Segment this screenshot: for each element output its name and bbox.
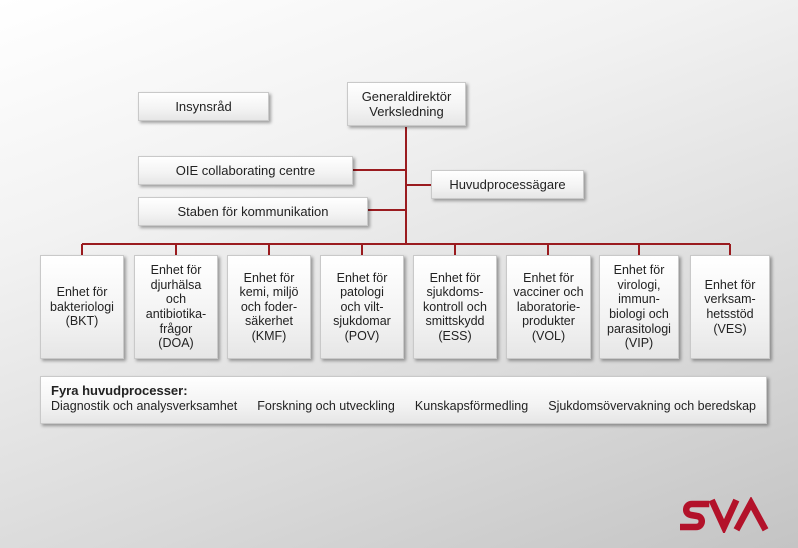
unit-label: Enhet för virologi, immun- biologi och p…	[607, 263, 671, 351]
process-item: Forskning och utveckling	[257, 399, 395, 413]
process-item: Sjukdomsövervakning och beredskap	[548, 399, 756, 413]
oie-box: OIE collaborating centre	[138, 156, 353, 185]
unit-label: Enhet för verksam- hetsstöd (VES)	[704, 277, 756, 336]
unit-box-doa: Enhet för djurhälsa och antibiotika- frå…	[134, 255, 218, 359]
oie-label: OIE collaborating centre	[175, 163, 316, 178]
logo-letter-a	[733, 497, 769, 532]
processes-panel: Fyra huvudprocesser: Diagnostik och anal…	[40, 376, 767, 424]
process-item: Diagnostik och analysverksamhet	[51, 399, 238, 413]
unit-label: Enhet för sjukdoms- kontroll och smittsk…	[423, 270, 487, 343]
staben-label: Staben för kommunikation	[177, 204, 329, 219]
unit-label: Enhet för kemi, miljö och foder- säkerhe…	[239, 270, 299, 343]
logo-letter-v	[708, 498, 740, 533]
sva-logo	[680, 497, 769, 533]
unit-label: Enhet för bakteriologi (BKT)	[50, 285, 114, 329]
insynsrad-box: Insynsråd	[138, 92, 269, 121]
unit-box-ess: Enhet för sjukdoms- kontroll och smittsk…	[413, 255, 497, 359]
unit-box-kmf: Enhet för kemi, miljö och foder- säkerhe…	[227, 255, 311, 359]
processes-title: Fyra huvudprocesser:	[51, 383, 188, 398]
director-label: Generaldirektör Verksledning	[361, 89, 452, 119]
staben-box: Staben för kommunikation	[138, 197, 368, 226]
huvudprocessagare-box: Huvudprocessägare	[431, 170, 584, 199]
unit-box-vip: Enhet för virologi, immun- biologi och p…	[599, 255, 679, 359]
insynsrad-label: Insynsråd	[175, 99, 232, 114]
process-item: Kunskapsförmedling	[414, 399, 529, 413]
unit-label: Enhet för djurhälsa och antibiotika- frå…	[145, 263, 207, 351]
unit-box-ves: Enhet för verksam- hetsstöd (VES)	[690, 255, 770, 359]
unit-box-pov: Enhet för patologi och vilt- sjukdomar (…	[320, 255, 404, 359]
logo-letter-s	[680, 500, 710, 531]
huvudprocessagare-label: Huvudprocessägare	[449, 177, 566, 192]
unit-box-bkt: Enhet för bakteriologi (BKT)	[40, 255, 124, 359]
processes-list: Diagnostik och analysverksamhet Forsknin…	[51, 398, 756, 414]
unit-label: Enhet för vacciner och laboratorie- prod…	[513, 270, 584, 343]
unit-label: Enhet för patologi och vilt- sjukdomar (…	[333, 270, 391, 343]
director-box: Generaldirektör Verksledning	[347, 82, 466, 126]
unit-box-vol: Enhet för vacciner och laboratorie- prod…	[506, 255, 591, 359]
